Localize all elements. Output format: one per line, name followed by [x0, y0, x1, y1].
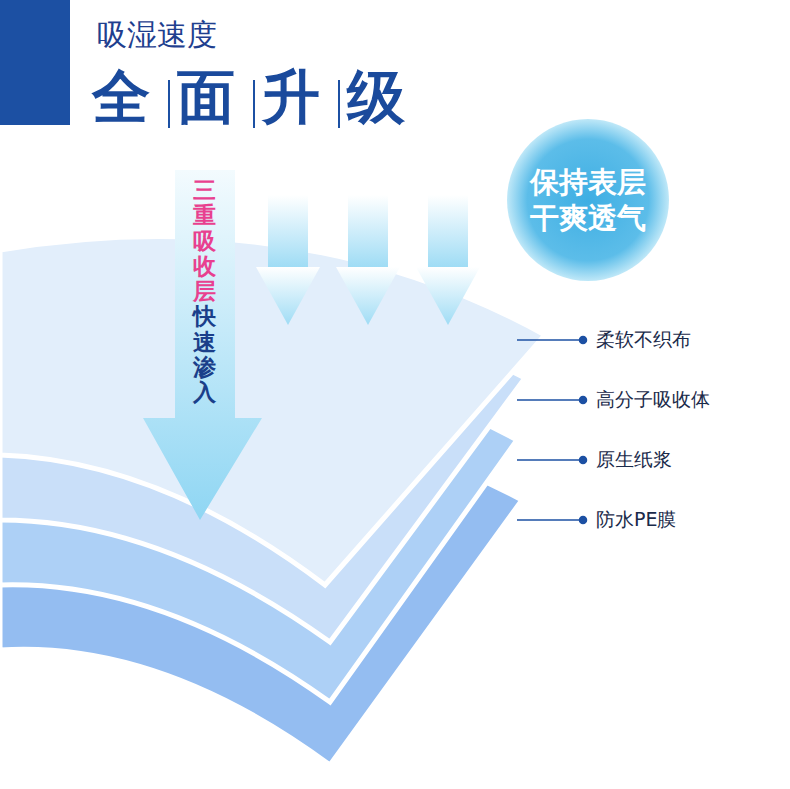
- layer-label: 原生纸浆: [596, 448, 672, 471]
- arrow-fill: [143, 170, 262, 520]
- header-block: [0, 0, 70, 125]
- layer-nonwoven: [0, 236, 545, 585]
- circle-text: 保持表层 干爽透气: [524, 164, 652, 237]
- small-arrow: [256, 195, 480, 325]
- circle-fill: [507, 119, 669, 281]
- layer-label: 柔软不织布: [596, 328, 691, 351]
- layer-label: 防水PE膜: [596, 508, 676, 531]
- arrow-text: 三重吸收层: [193, 178, 216, 304]
- arrow-text: 快速渗入: [193, 304, 216, 405]
- leader-line: [517, 337, 587, 524]
- arrow-text-column: 三重吸收层快速渗入: [193, 178, 216, 406]
- highlight-circle: 保持表层 干爽透气: [506, 118, 670, 282]
- circle-shape: [506, 118, 670, 282]
- layer-label: 高分子吸收体: [596, 388, 710, 411]
- subtitle: 吸湿速度: [97, 20, 217, 50]
- down-arrow: 三重吸收层快速渗入: [140, 170, 265, 522]
- title: 全面升级: [92, 68, 432, 126]
